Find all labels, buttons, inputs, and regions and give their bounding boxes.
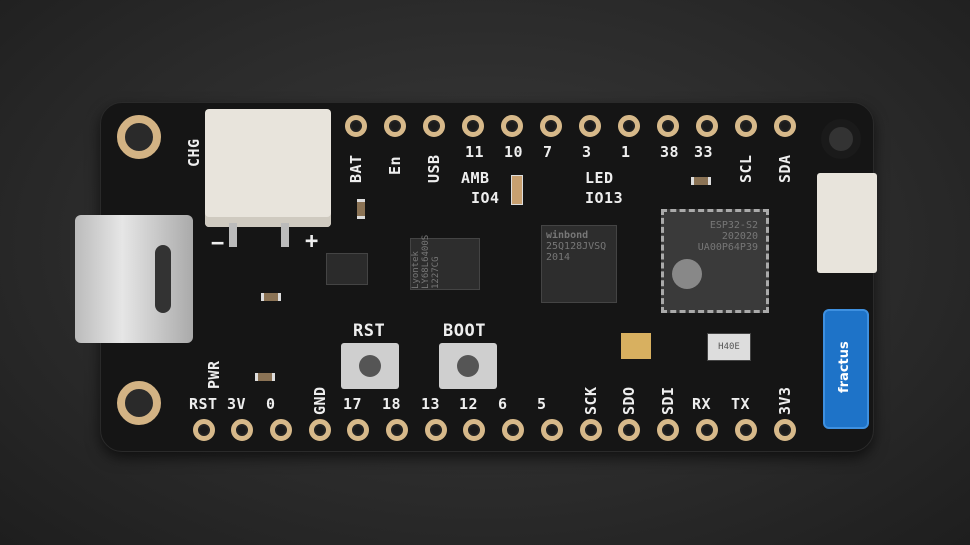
minus-label: − bbox=[211, 231, 225, 256]
header-pin[interactable] bbox=[384, 115, 406, 137]
mount-hole bbox=[117, 381, 161, 425]
chip-antenna: fractus bbox=[823, 309, 869, 429]
rst-label: RST bbox=[353, 321, 386, 341]
pin-label: 38 bbox=[660, 143, 680, 161]
antenna-label: fractus bbox=[837, 341, 852, 393]
pin-label: 3 bbox=[582, 143, 592, 161]
header-pin[interactable] bbox=[231, 419, 253, 441]
pin-label: TX bbox=[731, 395, 751, 413]
led-label: LED bbox=[585, 169, 614, 187]
pin-label: 3V3 bbox=[776, 386, 794, 415]
header-pin[interactable] bbox=[309, 419, 331, 441]
pin-label: 18 bbox=[382, 395, 402, 413]
header-pin[interactable] bbox=[540, 115, 562, 137]
pin-label: GND bbox=[311, 386, 329, 415]
header-pin[interactable] bbox=[618, 419, 640, 441]
header-pin[interactable] bbox=[579, 115, 601, 137]
pin-label: 11 bbox=[465, 143, 485, 161]
amb-label: AMB bbox=[461, 169, 490, 187]
pin-label: RX bbox=[692, 395, 712, 413]
pin-label: 5 bbox=[537, 395, 547, 413]
pin-label: 7 bbox=[543, 143, 553, 161]
header-pin[interactable] bbox=[735, 115, 757, 137]
reset-button[interactable] bbox=[341, 343, 399, 389]
mount-hole bbox=[117, 115, 161, 159]
espressif-logo bbox=[672, 259, 702, 289]
header-pin[interactable] bbox=[618, 115, 640, 137]
smd-capacitor bbox=[261, 293, 281, 301]
io13-label: IO13 bbox=[585, 189, 624, 207]
connector-pin bbox=[229, 223, 237, 247]
rgb-led bbox=[621, 333, 651, 359]
pin-label: RST bbox=[189, 395, 218, 413]
pin-label: En bbox=[386, 155, 404, 175]
ambient-sensor bbox=[511, 175, 523, 205]
header-pin[interactable] bbox=[501, 115, 523, 137]
pin-label: 1 bbox=[621, 143, 631, 161]
header-pin[interactable] bbox=[657, 419, 679, 441]
chg-label: CHG bbox=[185, 138, 203, 167]
header-pin[interactable] bbox=[193, 419, 215, 441]
io4-label: IO4 bbox=[471, 189, 500, 207]
regulator bbox=[326, 253, 368, 285]
smd-capacitor bbox=[357, 199, 365, 219]
header-pin[interactable] bbox=[696, 419, 718, 441]
pin-label: 12 bbox=[459, 395, 479, 413]
boot-button[interactable] bbox=[439, 343, 497, 389]
pin-label: 6 bbox=[498, 395, 508, 413]
connector-pin bbox=[281, 223, 289, 247]
crystal: H40E bbox=[707, 333, 751, 361]
header-pin[interactable] bbox=[347, 419, 369, 441]
header-pin[interactable] bbox=[345, 115, 367, 137]
pin-label: SDA bbox=[776, 154, 794, 183]
pin-label: USB bbox=[425, 154, 443, 183]
plus-label: + bbox=[305, 229, 319, 254]
pin-label: 10 bbox=[504, 143, 524, 161]
header-pin[interactable] bbox=[774, 419, 796, 441]
header-pin[interactable] bbox=[657, 115, 679, 137]
usb-c-port[interactable] bbox=[75, 215, 193, 343]
boot-label: BOOT bbox=[443, 321, 486, 341]
header-pin[interactable] bbox=[735, 419, 757, 441]
header-pin[interactable] bbox=[696, 115, 718, 137]
pin-label: SCL bbox=[737, 154, 755, 183]
header-pin[interactable] bbox=[270, 419, 292, 441]
pin-label: 0 bbox=[266, 395, 276, 413]
header-pin[interactable] bbox=[425, 419, 447, 441]
header-pin[interactable] bbox=[774, 115, 796, 137]
pin-label: SCK bbox=[582, 386, 600, 415]
pin-label: 33 bbox=[694, 143, 714, 161]
header-pin[interactable] bbox=[462, 115, 484, 137]
pin-label: SDO bbox=[620, 386, 638, 415]
header-pin[interactable] bbox=[423, 115, 445, 137]
header-pin[interactable] bbox=[580, 419, 602, 441]
header-pin[interactable] bbox=[502, 419, 524, 441]
pin-label: 13 bbox=[421, 395, 441, 413]
battery-connector[interactable] bbox=[205, 109, 331, 227]
header-pin[interactable] bbox=[463, 419, 485, 441]
pin-label: 3V bbox=[227, 395, 247, 413]
mount-hole bbox=[821, 119, 861, 159]
smd-resistor bbox=[255, 373, 275, 381]
pin-label: 17 bbox=[343, 395, 363, 413]
header-pin[interactable] bbox=[541, 419, 563, 441]
pin-label: SDI bbox=[659, 386, 677, 415]
smd-capacitor bbox=[691, 177, 711, 185]
pwr-label: PWR bbox=[205, 360, 223, 389]
pin-label: BAT bbox=[347, 154, 365, 183]
stemma-qt-connector[interactable] bbox=[817, 173, 877, 273]
header-pin[interactable] bbox=[386, 419, 408, 441]
